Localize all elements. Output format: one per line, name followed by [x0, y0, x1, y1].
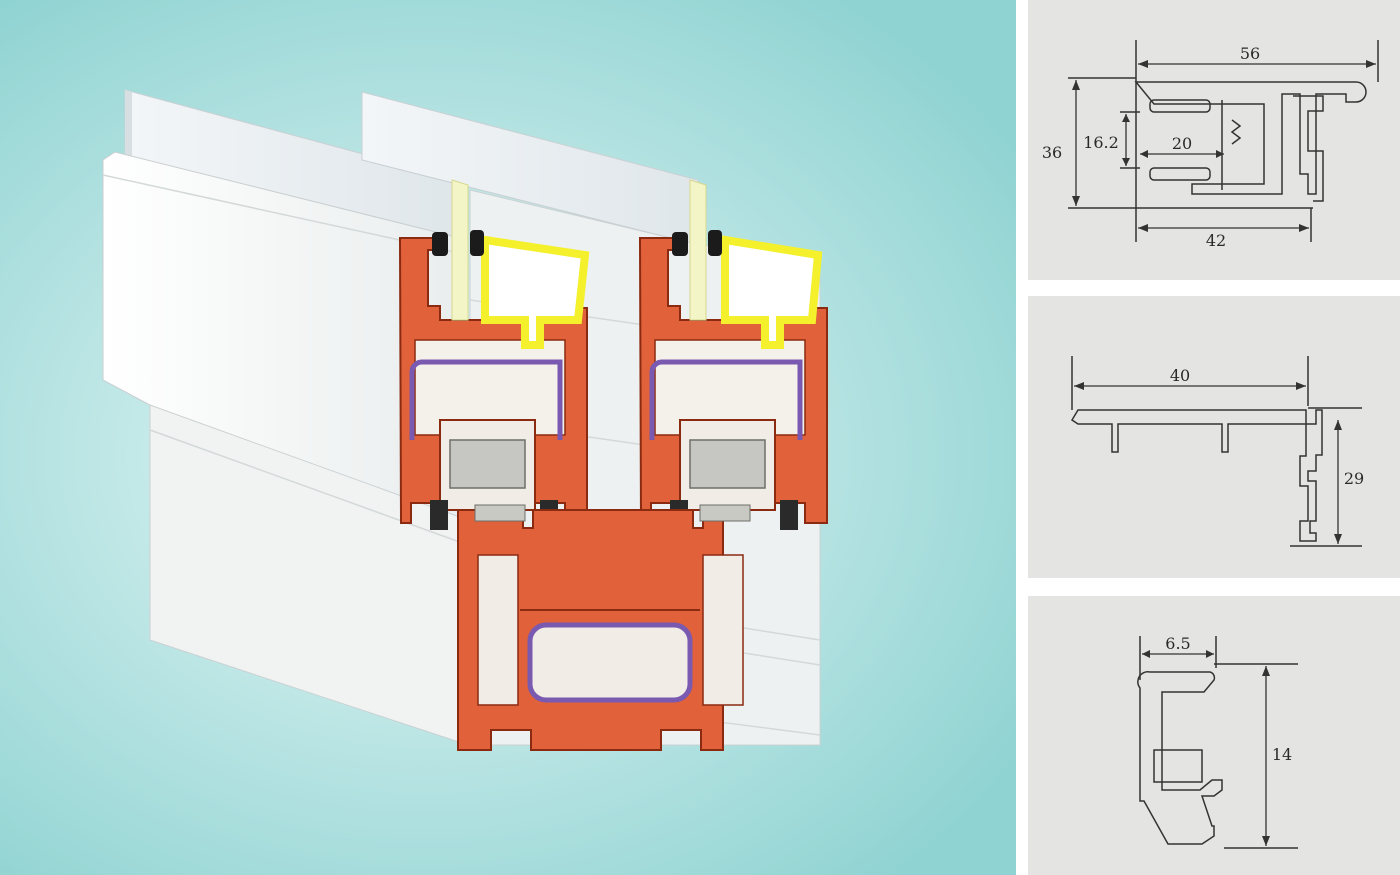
left-sash-section: [398, 179, 590, 530]
dim-bead-width: 6.5: [1165, 634, 1190, 653]
dim-height: 36: [1042, 143, 1062, 162]
sash-profile-drawing: 56 36 16.2 20 42: [1042, 40, 1379, 250]
drawing-panel-frame: 40 29: [1028, 296, 1400, 578]
glazing-bead-right: [721, 235, 823, 349]
bead-profile-drawing: 6.5 14: [1137, 634, 1298, 849]
dim-frame-width: 40: [1170, 366, 1190, 385]
window-profile-illustration: [0, 0, 1016, 875]
right-sash-section: [638, 179, 828, 530]
drawing-panel-sash: 56 36 16.2 20 42: [1028, 0, 1400, 280]
drawing-panel-bead: 6.5 14: [1028, 596, 1400, 875]
window-cross-section: [102, 89, 828, 751]
frame-profile-drawing: 40 29: [1070, 356, 1364, 547]
dim-inner-width: 20: [1172, 134, 1192, 153]
dim-bead-height: 14: [1272, 745, 1292, 764]
dim-top-width: 56: [1240, 44, 1260, 63]
main-frame-section: [457, 504, 751, 751]
dim-bottom-width: 42: [1206, 231, 1226, 250]
glazing-bead-left: [481, 235, 590, 349]
dim-frame-height: 29: [1344, 469, 1364, 488]
dim-inner-height: 16.2: [1083, 133, 1119, 152]
